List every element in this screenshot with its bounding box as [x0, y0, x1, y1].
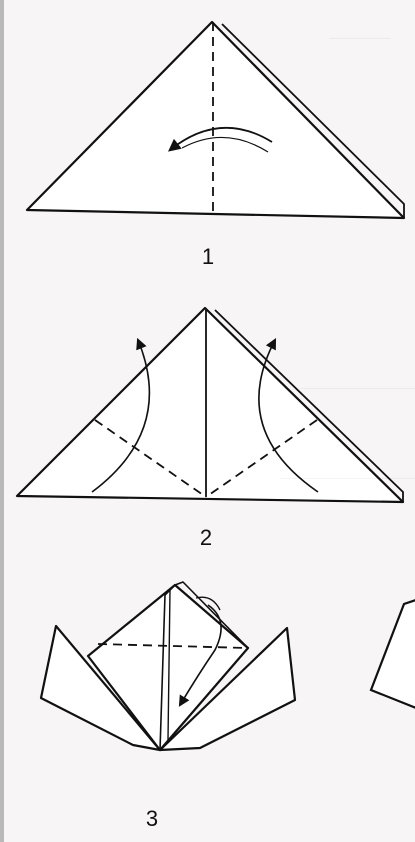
triangle-outline	[27, 22, 404, 218]
bleed-through-text: ————————	[300, 380, 415, 397]
bleed-through-text: ——————————	[280, 470, 415, 487]
step-3-figure	[41, 582, 295, 750]
step-number-1: 1	[188, 244, 228, 270]
next-step-figure-partial	[371, 600, 415, 708]
step-number-3: 3	[132, 806, 172, 832]
step-1-figure	[27, 22, 404, 218]
partial-outline	[371, 600, 415, 708]
step-number-2: 2	[186, 525, 226, 551]
bleed-through-text: ————	[330, 30, 390, 47]
